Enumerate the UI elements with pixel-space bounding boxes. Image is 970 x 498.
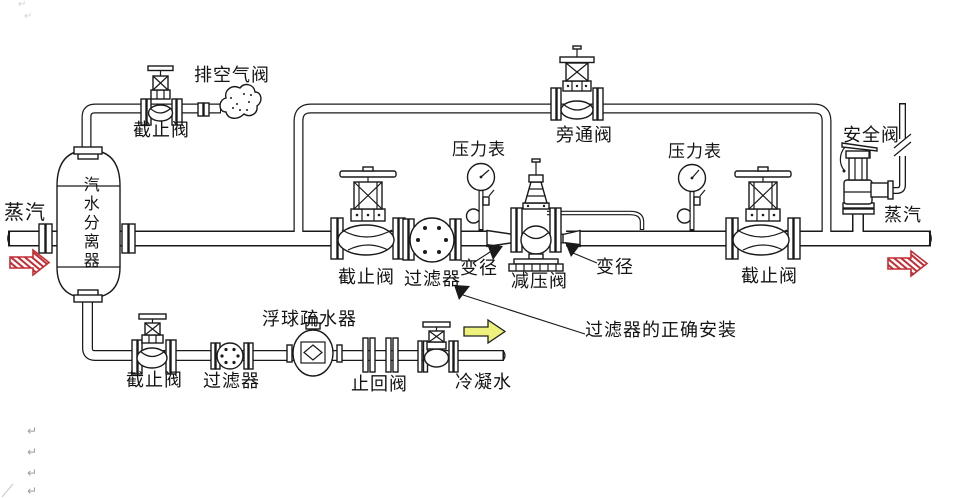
pressure-gauge-right [676,163,707,231]
label-steam-right: 蒸汽 [884,205,922,225]
reducer-left-fitting [486,229,515,248]
reducer-marker-left [487,244,503,260]
condensate-stop-valve [417,321,459,373]
pressure-reducing-valve [508,158,645,272]
label-stop-valve-main-right: 截止阀 [741,266,798,286]
pressure-gauge-left [465,162,496,231]
label-stop-valve-drain: 截止阀 [126,370,183,390]
label-safety-valve: 安全阀 [843,125,900,145]
leader-reducer-left [472,251,491,264]
flow-arrow-steam-right [887,249,929,278]
bypass-globe-valve [550,45,604,121]
label-reducer-left: 变径 [460,258,498,278]
steam-cloud [219,83,262,119]
label-pressure-gauge-right: 压力表 [668,142,722,161]
flow-arrow-condensate [463,318,507,345]
label-check-valve: 止回阀 [351,374,408,394]
strainer-main [402,217,462,263]
safety-valve [839,142,894,215]
stop-valve-main-right [725,166,801,260]
check-valve [362,337,399,373]
steam-separator-tank [38,146,136,303]
label-separator: 汽水分离器 [80,176,98,271]
return-mark-icon: ↵ [27,466,38,480]
air-vent-stop-valve [140,65,183,126]
label-air-vent-valve: 排空气阀 [194,65,270,85]
float-trap [286,317,343,377]
open-end-right [928,231,932,246]
return-mark-icon: ↵ [27,424,38,438]
label-stop-valve-main-left: 截止阀 [338,267,395,287]
label-pressure-gauge-left: 压力表 [452,140,506,159]
return-mark-icon: ↵ [27,445,38,459]
open-end-condensate [502,350,506,361]
stop-valve-main-left [330,166,406,260]
label-condensate: 冷凝水 [455,372,512,392]
label-stop-valve-top: 截止阀 [133,120,190,140]
label-steam-left: 蒸汽 [4,202,46,224]
leader-strainer-note [462,294,586,335]
corner-artifact-line [1,483,14,498]
return-mark-icon: ↵ [24,11,33,22]
flow-arrow-steam-left [9,248,51,277]
safety-vent-pipe [876,103,912,194]
stop-valve-drain [131,313,177,375]
label-float-trap: 浮球疏水器 [262,309,357,329]
return-mark-icon: ↵ [18,0,27,10]
leader-reducer-right [572,252,598,264]
pipe-break-marks [893,133,912,157]
label-strainer-drain: 过滤器 [203,371,260,391]
open-end-left [7,231,11,246]
return-mark-icon: ↵ [27,484,38,498]
label-strainer-note: 过滤器的正确安装 [585,320,737,340]
strainer-drain [210,342,254,370]
condensate-drain-pipe [82,300,504,361]
label-strainer-main: 过滤器 [404,269,461,289]
reducer-marker-right [565,242,581,257]
label-reducer-right: 变径 [596,257,634,277]
label-bypass-valve: 旁通阀 [556,125,613,145]
vent-outlet-fitting [197,102,210,117]
strainer-marker [454,285,470,300]
air-vent-branch-pipe [81,103,221,149]
label-pressure-reducing-valve: 减压阀 [511,271,568,291]
